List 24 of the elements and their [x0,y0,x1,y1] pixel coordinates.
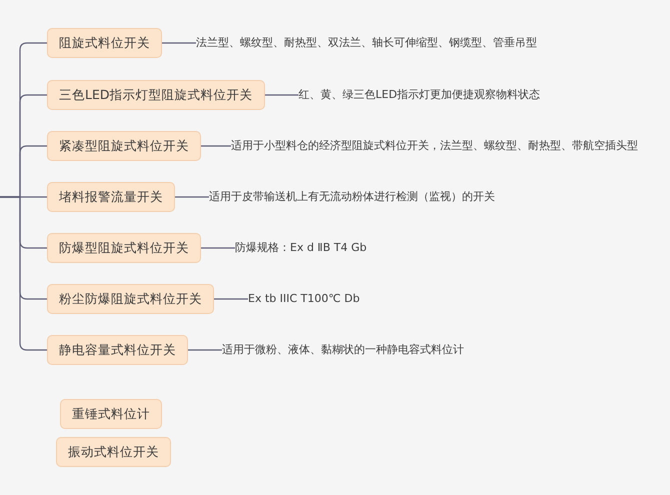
topic-box: 重锤式料位计 [60,399,162,429]
connector-line [162,42,196,44]
topic-box: 粉尘防爆阻旋式料位开关 [47,284,214,314]
connector-line [188,349,222,351]
connector-line [0,196,47,351]
description-text: 适用于小型料仓的经济型阻旋式料位开关，法兰型、螺纹型、耐热型、带航空插头型 [231,138,638,154]
description-text: 红、黄、绿三色LED指示灯更加便捷观察物料状态 [298,87,540,103]
connector-line [201,145,231,147]
topic-box: 堵料报警流量开关 [47,182,175,212]
connector-line [175,196,209,198]
description-text: 适用于微粉、液体、黏糊状的一种静电容式料位计 [222,342,464,358]
topic-box: 防爆型阻旋式料位开关 [47,233,201,263]
topic-box: 阻旋式料位开关 [47,28,162,58]
description-text: 法兰型、螺纹型、耐热型、双法兰、轴长可伸缩型、钢缆型、管垂吊型 [196,35,537,51]
connector-line [214,298,248,300]
connector-line [201,247,235,249]
description-text: Ex tb IIIC T100℃ Db [248,291,360,307]
topic-box: 静电容量式料位开关 [47,335,188,365]
topic-box: 紧凑型阻旋式料位开关 [47,131,201,161]
description-text: 防爆规格：Ex d ⅡB T4 Gb [235,240,367,256]
description-text: 适用于皮带输送机上有无流动粉体进行检测（监视）的开关 [209,189,495,205]
connector-line [264,94,298,96]
topic-box: 三色LED指示灯型阻旋式料位开关 [47,80,264,110]
topic-box: 振动式料位开关 [56,437,171,467]
